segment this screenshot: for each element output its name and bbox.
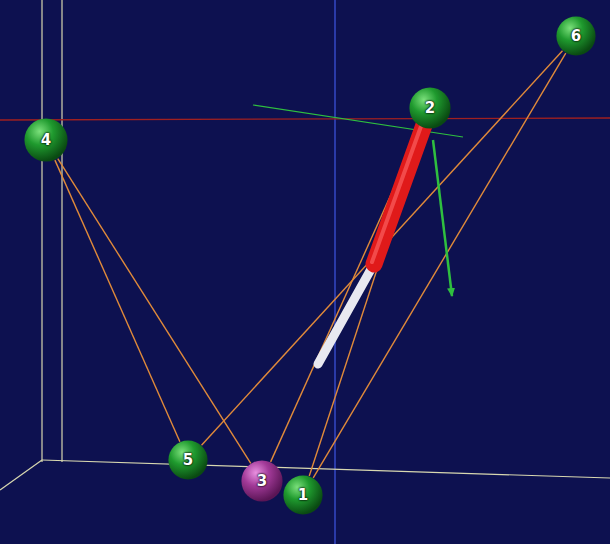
node-number: 2 — [425, 101, 435, 116]
spring-line — [202, 51, 563, 445]
node-number: 3 — [257, 474, 267, 489]
axis-line — [334, 0, 336, 544]
node-number: 1 — [298, 488, 308, 503]
cylinder-highlight — [372, 118, 424, 262]
sphere-node: 3 — [241, 460, 283, 502]
grid-line — [0, 460, 42, 490]
sphere-shape — [24, 118, 67, 161]
sphere-shape — [168, 440, 207, 479]
white-cylinder — [318, 262, 375, 364]
red-cylinder — [374, 114, 428, 264]
node-number: 4 — [41, 133, 51, 148]
axis-line — [0, 118, 610, 120]
grid-line — [42, 460, 610, 478]
sphere-shape — [241, 460, 282, 501]
spring-line — [55, 160, 180, 442]
node-number: 6 — [571, 29, 581, 44]
sphere-node: 2 — [409, 87, 451, 129]
sphere-node: 4 — [24, 118, 68, 162]
sphere-node: 1 — [283, 475, 323, 515]
grid-line — [41, 0, 42, 462]
sphere-node: 6 — [556, 16, 596, 56]
node-number: 5 — [183, 453, 193, 468]
spring-line — [58, 159, 251, 464]
spring-line — [313, 53, 566, 478]
force-arrow — [433, 140, 452, 296]
grid-line — [61, 0, 62, 462]
sphere-shape — [556, 16, 595, 55]
sphere-shape — [409, 87, 450, 128]
sphere-shape — [283, 475, 322, 514]
sphere-node: 5 — [168, 440, 208, 480]
